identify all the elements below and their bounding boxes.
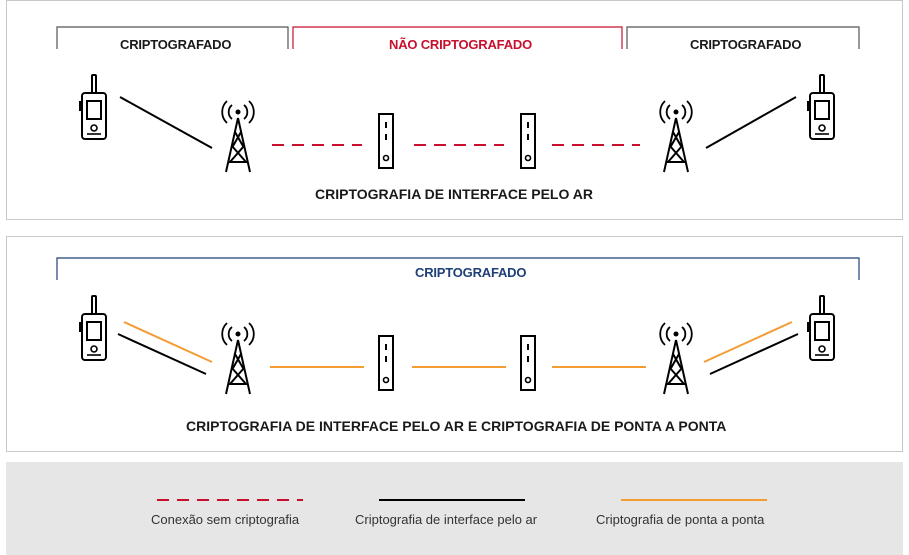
bracket-unencrypted <box>292 26 623 49</box>
tower-icon <box>221 100 255 173</box>
segment-label-unencrypted: NÃO CRIPTOGRAFADO <box>389 37 532 52</box>
bracket-encrypted-left <box>56 26 289 49</box>
tower-icon <box>659 100 693 173</box>
radio-icon <box>806 295 835 361</box>
link-e2e-left <box>123 321 213 363</box>
panel-air-interface <box>6 0 903 220</box>
tower-icon <box>221 322 255 395</box>
server-icon <box>520 335 536 391</box>
segment-label-encrypted: CRIPTOGRAFADO <box>415 265 527 280</box>
legend-label-e2e: Criptografia de ponta a ponta <box>596 512 765 527</box>
legend-label-air: Criptografia de interface pelo ar <box>355 512 538 527</box>
radio-icon <box>78 295 107 361</box>
panel-title-top: CRIPTOGRAFIA DE INTERFACE PELO AR <box>315 186 593 202</box>
server-icon <box>520 113 536 169</box>
tower-icon <box>659 322 693 395</box>
legend <box>6 462 903 555</box>
server-icon <box>378 113 394 169</box>
segment-label-left: CRIPTOGRAFADO <box>120 37 232 52</box>
bracket-encrypted-full <box>56 257 860 280</box>
link-tower-radio-right <box>705 96 797 149</box>
panel-title-bottom: CRIPTOGRAFIA DE INTERFACE PELO AR E CRIP… <box>186 418 727 434</box>
bracket-encrypted-right <box>626 26 860 49</box>
radio-icon <box>78 74 107 140</box>
segment-label-right: CRIPTOGRAFADO <box>690 37 802 52</box>
radio-icon <box>806 74 835 140</box>
panel-end-to-end <box>6 236 903 452</box>
legend-label-unencrypted: Conexão sem criptografia <box>151 512 300 527</box>
server-icon <box>378 335 394 391</box>
link-air-right <box>709 333 799 375</box>
link-e2e-right <box>703 321 793 363</box>
link-air-left <box>117 333 207 375</box>
link-radio-tower-left <box>119 96 213 149</box>
